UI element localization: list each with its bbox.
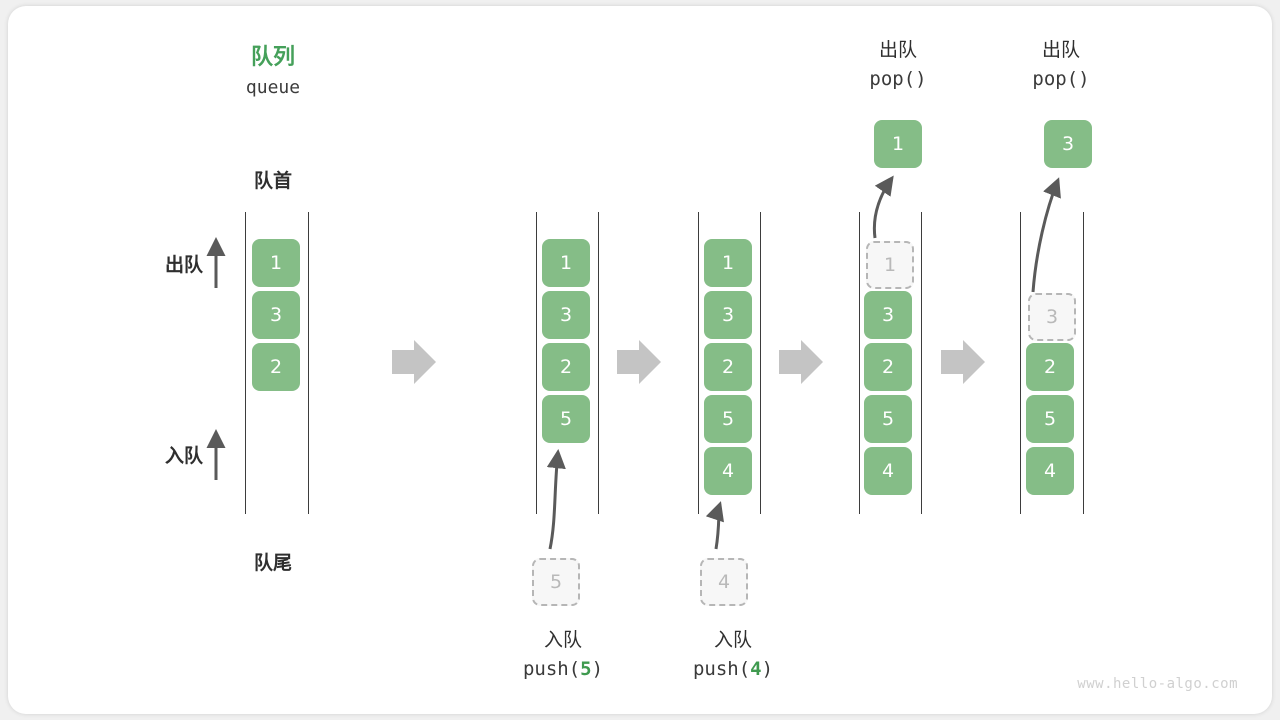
caption-code-suffix: ) <box>761 658 774 680</box>
queue-rail-right <box>598 212 599 514</box>
queue-rail-left <box>859 212 860 514</box>
caption-code: pop() <box>869 68 927 90</box>
page-title-cn: 队列 <box>250 45 295 70</box>
removed-element-ghost: 1 <box>866 241 914 289</box>
caption-cn: 入队 <box>713 629 752 651</box>
queue-rail-right <box>308 212 309 514</box>
queue-rail-left <box>698 212 699 514</box>
dequeue-side-label: 出队 <box>164 254 203 276</box>
queue-element: 2 <box>1026 343 1074 391</box>
caption-code: push(4) <box>638 654 828 684</box>
removed-element-ghost: 3 <box>1028 293 1076 341</box>
caption-code-prefix: push( <box>522 658 581 680</box>
queue-element: 5 <box>864 395 912 443</box>
queue-rail-left <box>536 212 537 514</box>
queue-rail-right <box>1083 212 1084 514</box>
queue-element: 4 <box>864 447 912 495</box>
queue-head-label: 队首 <box>253 170 292 192</box>
queue-element: 1 <box>252 239 300 287</box>
queue-element: 2 <box>864 343 912 391</box>
queue-rail-right <box>921 212 922 514</box>
popped-element: 1 <box>874 120 922 168</box>
stage-caption-pop-1: 出队 pop() <box>808 36 988 94</box>
queue-element: 3 <box>704 291 752 339</box>
queue-element-new: 5 <box>542 395 590 443</box>
stage-caption-push-5: 入队 push(5) <box>468 626 658 684</box>
caption-code: pop() <box>1032 68 1090 90</box>
queue-element: 3 <box>252 291 300 339</box>
watermark: www.hello-algo.com <box>1077 676 1238 692</box>
stage-caption-pop-3: 出队 pop() <box>971 36 1151 94</box>
caption-code-num: 4 <box>750 658 762 680</box>
caption-cn: 出队 <box>1041 39 1080 61</box>
incoming-element-ghost: 5 <box>532 558 580 606</box>
queue-element: 5 <box>704 395 752 443</box>
popped-element: 3 <box>1044 120 1092 168</box>
queue-rail-left <box>1020 212 1021 514</box>
queue-rail-right <box>760 212 761 514</box>
queue-element-new: 4 <box>704 447 752 495</box>
page-title-en: queue <box>245 77 301 98</box>
queue-element: 4 <box>1026 447 1074 495</box>
caption-code-suffix: ) <box>591 658 604 680</box>
queue-rail-left <box>245 212 246 514</box>
incoming-element-ghost: 4 <box>700 558 748 606</box>
queue-element: 5 <box>1026 395 1074 443</box>
queue-element: 2 <box>252 343 300 391</box>
queue-element: 2 <box>542 343 590 391</box>
caption-code: push(5) <box>468 654 658 684</box>
stage-caption-push-4: 入队 push(4) <box>638 626 828 684</box>
caption-cn: 出队 <box>878 39 917 61</box>
queue-element: 1 <box>542 239 590 287</box>
enqueue-side-label: 入队 <box>164 445 203 467</box>
caption-cn: 入队 <box>543 629 582 651</box>
queue-tail-label: 队尾 <box>253 552 292 574</box>
caption-code-prefix: push( <box>692 658 751 680</box>
diagram-card: 队列 queue 队首 队尾 出队 入队 1 3 2 1 3 2 5 5 入队 … <box>8 6 1272 714</box>
queue-element: 3 <box>542 291 590 339</box>
queue-element: 2 <box>704 343 752 391</box>
caption-code-num: 5 <box>580 658 592 680</box>
queue-element: 1 <box>704 239 752 287</box>
queue-element: 3 <box>864 291 912 339</box>
